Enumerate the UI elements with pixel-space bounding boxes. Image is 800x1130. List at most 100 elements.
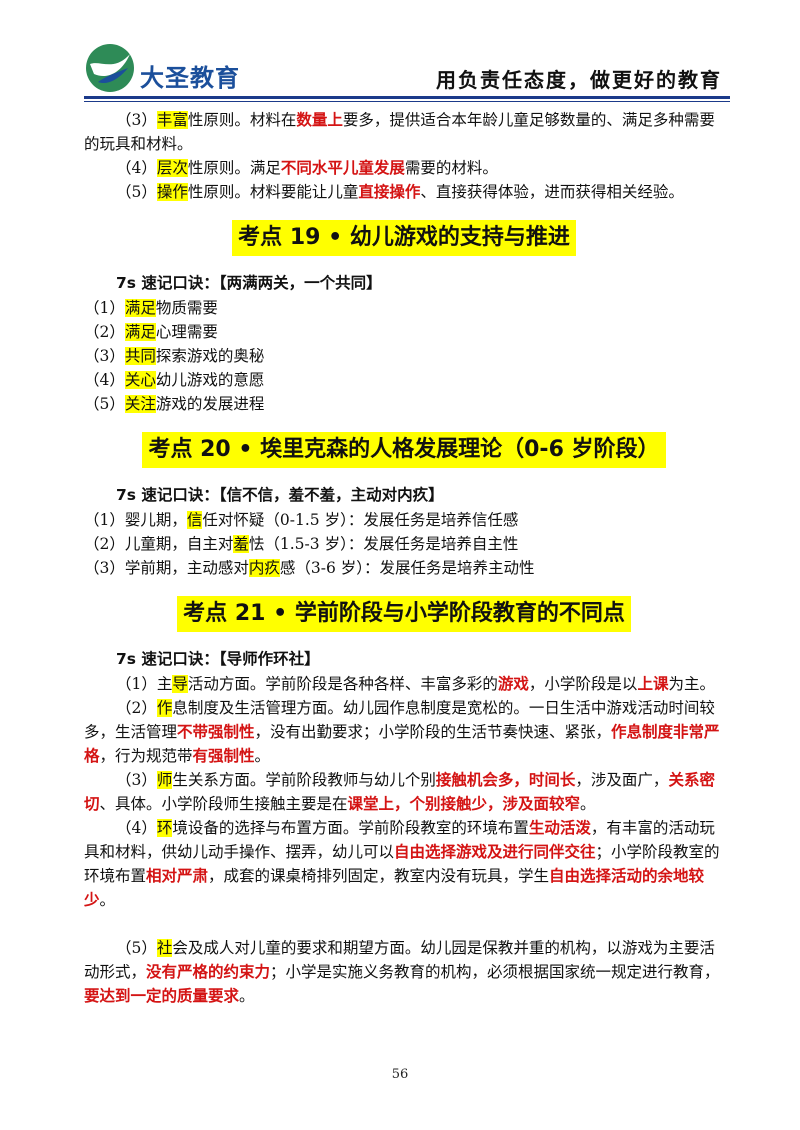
header-rule-thick: [84, 96, 730, 99]
highlight-keyword: 共同: [124, 347, 156, 365]
text: 需要的材料。: [404, 159, 498, 177]
highlight-keyword: 内疚: [248, 559, 280, 577]
item-prefix: （3）: [116, 111, 157, 129]
section-19-heading-row: 考点 19 • 幼儿游戏的支持与推进: [84, 220, 724, 256]
highlight-keyword: 操作: [156, 183, 188, 201]
section-20-heading-row: 考点 20 • 埃里克森的人格发展理论（0-6 岁阶段）: [84, 432, 724, 468]
highlight-keyword: 羞: [233, 535, 249, 553]
text: 性原则。材料在: [187, 111, 297, 129]
highlight-keyword: 导: [172, 675, 188, 693]
red-emphasis: 直接操作: [358, 182, 421, 201]
red-emphasis: 自由选择游戏及进行同伴交往: [394, 842, 596, 861]
red-emphasis: 数量上: [296, 110, 343, 129]
red-emphasis: 作息制度非常严格: [84, 722, 720, 765]
text: 。: [580, 795, 596, 813]
principle-4: （4）层次性原则。满足不同水平儿童发展需要的材料。: [84, 156, 724, 180]
text: ，小学阶段是以: [528, 675, 638, 693]
highlight-keyword: 作: [156, 699, 173, 717]
header-rule-thin: [84, 101, 730, 102]
text: ；小学是实施义务教育的机构，必须根据国家统一规定进行教育，: [270, 963, 720, 981]
highlight-keyword: 环: [156, 819, 173, 837]
list-item: （3）学前期，主动感对内疚感（3-6 岁）：发展任务是培养主动性: [84, 556, 724, 580]
text: 幼儿游戏的意愿: [155, 371, 265, 389]
difference-1: （1）主导活动方面。学前阶段是各种各样、丰富多彩的游戏，小学阶段是以上课为主。: [84, 672, 724, 696]
text: 物质需要: [155, 299, 218, 317]
item-prefix: （1）: [84, 299, 125, 317]
text: ，涉及面广，: [575, 771, 669, 789]
highlight-keyword: 师: [156, 771, 173, 789]
item-prefix: （2）儿童期，自主对: [84, 535, 234, 553]
item-prefix: （4）: [116, 819, 157, 837]
list-item: （1）婴儿期，信任对怀疑（0-1.5 岁）：发展任务是培养信任感: [84, 508, 724, 532]
red-emphasis: 自由选择活动的余地较少: [84, 866, 705, 909]
text: 性原则。材料要能让儿童: [187, 183, 359, 201]
text: 境设备的选择与布置方面。学前阶段教室的环境布置: [172, 819, 529, 837]
highlight-keyword: 满足: [124, 323, 156, 341]
page-header: 大圣教育 用负责任态度，做更好的教育: [0, 0, 800, 102]
text: ，成套的课桌椅排列固定，教室内没有玩具，学生: [208, 867, 550, 885]
item-prefix: （1）主: [116, 675, 173, 693]
text: 、具体。小学阶段师生接触主要是在: [99, 795, 348, 813]
red-emphasis: 不同水平儿童发展: [280, 158, 405, 177]
item-prefix: （1）婴儿期，: [84, 511, 187, 529]
text: 感（3-6 岁）：发展任务是培养主动性: [279, 559, 535, 577]
text: 性原则。满足: [187, 159, 281, 177]
list-item: （1）满足物质需要: [84, 296, 724, 320]
text: 。: [99, 891, 116, 909]
text: 怯（1.5-3 岁）：发展任务是培养自主性: [248, 535, 519, 553]
text: 生关系方面。学前阶段教师与幼儿个别: [172, 771, 436, 789]
difference-3: （3）师生关系方面。学前阶段教师与幼儿个别接触机会多，时间长，涉及面广，关系密切…: [84, 768, 724, 816]
text: ，没有出勤要求；小学阶段的生活节奏快速、紧张，: [254, 723, 612, 741]
section-21-title: 考点 21 • 学前阶段与小学阶段教育的不同点: [177, 596, 631, 632]
section-20-title: 考点 20 • 埃里克森的人格发展理论（0-6 岁阶段）: [142, 432, 666, 468]
highlight-keyword: 关注: [124, 395, 156, 413]
text: 要多，提供适合本年龄儿童足够数量的、满足多种需要的玩具和材料。: [84, 111, 715, 153]
red-emphasis: 不带强制性: [177, 722, 255, 741]
page-content: （3）丰富性原则。材料在数量上要多，提供适合本年龄儿童足够数量的、满足多种需要的…: [84, 108, 724, 1008]
item-prefix: （3）学前期，主动感对: [84, 559, 249, 577]
highlight-keyword: 满足: [124, 299, 156, 317]
section-20-mnemonic: 7s 速记口诀：【信不信，羞不羞，主动对内疚】: [116, 486, 444, 504]
difference-2: （2）作息制度及生活管理方面。幼儿园作息制度是宽松的。一日生活中游戏活动时间较多…: [84, 696, 724, 768]
list-item: （3）共同探索游戏的奥秘: [84, 344, 724, 368]
difference-5: （5）社会及成人对儿童的要求和期望方面。幼儿园是保教并重的机构，以游戏为主要活动…: [84, 936, 724, 1008]
highlight-keyword: 层次: [156, 159, 188, 177]
difference-4: （4）环境设备的选择与布置方面。学前阶段教室的环境布置生动活泼，有丰富的活动玩具…: [84, 816, 724, 912]
principle-3: （3）丰富性原则。材料在数量上要多，提供适合本年龄儿童足够数量的、满足多种需要的…: [84, 108, 724, 156]
section-21-heading-row: 考点 21 • 学前阶段与小学阶段教育的不同点: [84, 596, 724, 632]
text: 游戏的发展进程: [155, 395, 265, 413]
text: 任对怀疑（0-1.5 岁）：发展任务是培养信任感: [202, 511, 519, 529]
text: 会及成人对儿童的要求和期望方面。幼儿园是保教并重的机构，以游戏为主要活动形式，: [84, 939, 715, 981]
item-prefix: （4）: [84, 371, 125, 389]
text: ，行为规范带: [99, 747, 193, 765]
item-prefix: （2）: [116, 699, 157, 717]
list-item: （2）满足心理需要: [84, 320, 724, 344]
text: 活动方面。学前阶段是各种各样、丰富多彩的: [187, 675, 498, 693]
red-emphasis: 接触机会多，时间长: [435, 770, 576, 789]
paragraph-gap: [84, 912, 724, 936]
item-prefix: （5）: [116, 183, 157, 201]
red-emphasis: 生动活泼: [528, 818, 591, 837]
red-emphasis: 没有严格的约束力: [146, 962, 271, 981]
brand-name: 大圣教育: [140, 64, 240, 92]
red-emphasis: 有强制性: [192, 746, 255, 765]
section-19-title: 考点 19 • 幼儿游戏的支持与推进: [232, 220, 576, 256]
red-emphasis: 要达到一定的质量要求: [84, 986, 240, 1005]
text: 心理需要: [155, 323, 218, 341]
highlight-keyword: 信: [186, 511, 203, 529]
red-emphasis: 关系密切: [84, 770, 715, 813]
item-prefix: （3）: [116, 771, 157, 789]
highlight-keyword: 社: [156, 939, 173, 957]
red-emphasis: 课堂上，个别接触少，涉及面较窄: [347, 794, 581, 813]
item-prefix: （2）: [84, 323, 125, 341]
list-item: （5）关注游戏的发展进程: [84, 392, 724, 416]
dasheng-logo-icon: [86, 44, 134, 92]
item-prefix: （4）: [116, 159, 157, 177]
highlight-keyword: 丰富: [156, 111, 188, 129]
header-slogan: 用负责任态度，做更好的教育: [436, 68, 722, 92]
text: 息制度及生活管理方面。幼儿园作息制度是宽松的。一日生活中游戏活动时间较多，生活管…: [84, 699, 715, 741]
principle-5: （5）操作性原则。材料要能让儿童直接操作、直接获得体验，进而获得相关经验。: [84, 180, 724, 204]
text: 。: [254, 747, 271, 765]
item-prefix: （5）: [116, 939, 157, 957]
red-emphasis: 游戏: [497, 674, 529, 693]
